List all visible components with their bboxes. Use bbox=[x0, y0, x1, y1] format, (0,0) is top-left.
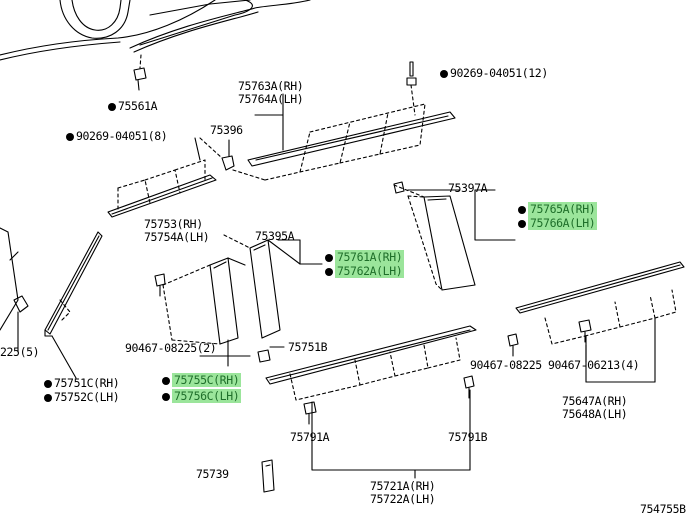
part-75739 bbox=[261, 459, 275, 493]
label-75754A-lh: 75754A(LH) bbox=[144, 230, 210, 244]
pillar-75761A bbox=[223, 234, 323, 339]
clip-right-screw bbox=[507, 333, 519, 357]
label-75791A: 75791A bbox=[290, 430, 330, 444]
label-90467-08225: 90467-08225 bbox=[470, 358, 542, 372]
label-90467-4: 90467-06213(4) bbox=[548, 358, 640, 372]
label-75763A-rh: 75763A(RH) bbox=[238, 79, 304, 93]
clip-75397A bbox=[393, 181, 405, 194]
label-75765A-rh: 75765A(RH) bbox=[518, 202, 598, 216]
label-75752C-lh: 75752C(LH) bbox=[44, 391, 120, 404]
label-90467-2: 90467-08225(2) bbox=[125, 341, 217, 355]
label-75764A-lh: 75764A(LH) bbox=[238, 92, 304, 106]
label-75648A-lh: 75648A(LH) bbox=[562, 407, 628, 421]
pillar-75755C bbox=[162, 257, 251, 367]
drawing-number: 754755B bbox=[640, 502, 686, 516]
molding-75763A bbox=[232, 93, 456, 181]
roof-molding bbox=[129, 0, 311, 53]
clip-90467-06213 bbox=[578, 319, 592, 343]
clip-75561A bbox=[133, 54, 147, 91]
molding-75647A bbox=[515, 261, 685, 383]
label-75396: 75396 bbox=[210, 123, 243, 137]
label-75753-rh: 75753(RH) bbox=[144, 217, 203, 231]
label-75751C-rh: 75751C(RH) bbox=[44, 377, 120, 390]
label-75722A-lh: 75722A(LH) bbox=[370, 492, 436, 506]
front-pillar-75751C bbox=[44, 231, 103, 379]
clip-75396 bbox=[199, 137, 235, 171]
clip-pillar-left bbox=[154, 273, 166, 297]
clip-75791A bbox=[303, 401, 317, 425]
label-90269-8: 90269-04051(8) bbox=[66, 130, 168, 143]
label-75721A-rh: 75721A(RH) bbox=[370, 479, 436, 493]
label-75739: 75739 bbox=[196, 467, 229, 481]
label-75647A-rh: 75647A(RH) bbox=[562, 394, 628, 408]
label-75561A: 75561A bbox=[108, 100, 158, 113]
label-75397A: 75397A bbox=[448, 181, 488, 195]
belt-molding-75721A bbox=[265, 325, 477, 479]
label-75791B: 75791B bbox=[448, 430, 488, 444]
label-75756C-lh: 75756C(LH) bbox=[162, 389, 242, 403]
label-75761A-rh: 75761A(RH) bbox=[325, 250, 405, 264]
label-90269-12: 90269-04051(12) bbox=[440, 67, 548, 80]
label-75762A-lh: 75762A(LH) bbox=[325, 264, 405, 278]
label-75751B: 75751B bbox=[288, 340, 328, 354]
molding-75753 bbox=[107, 137, 217, 218]
clip-75791B bbox=[463, 375, 475, 399]
garnish-75765A bbox=[393, 184, 516, 291]
left-edge-parts bbox=[0, 227, 29, 353]
label-75755C-rh: 75755C(RH) bbox=[162, 373, 242, 387]
label-225-5: 225(5) bbox=[0, 345, 40, 359]
label-75766A-lh: 75766A(LH) bbox=[518, 216, 598, 230]
clip-75751B bbox=[257, 346, 285, 363]
label-75395A: 75395A bbox=[255, 229, 295, 243]
bolt-top-right bbox=[406, 61, 417, 116]
vehicle-body-outline bbox=[0, 0, 253, 61]
